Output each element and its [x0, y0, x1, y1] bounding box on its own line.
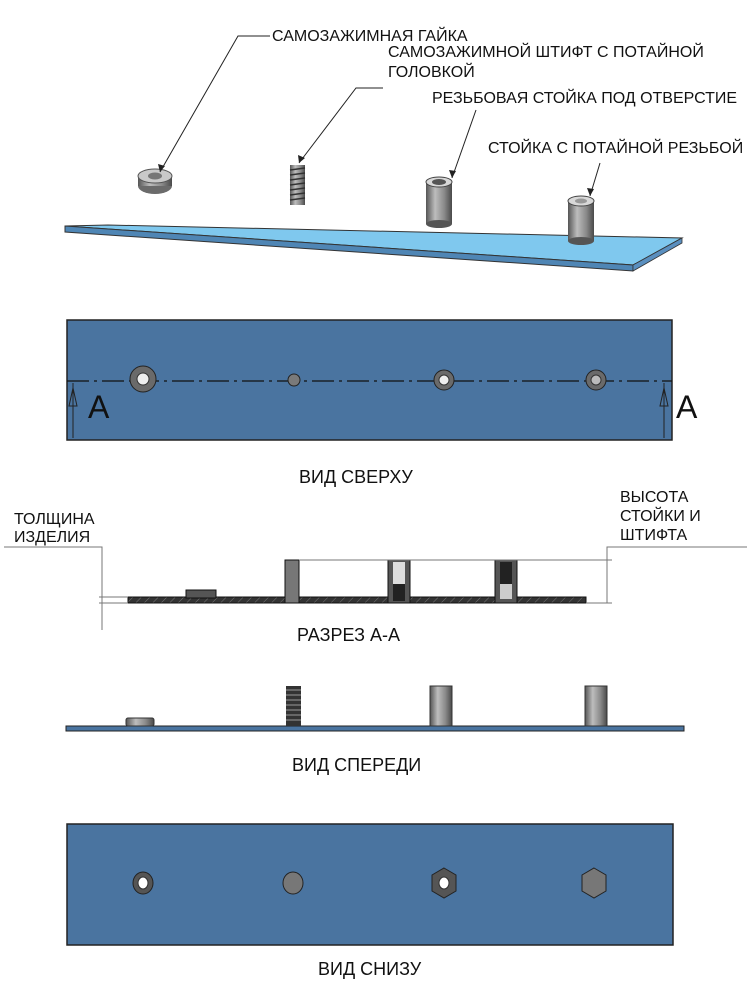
bottom-stud: [282, 871, 304, 895]
section-mark-left: A: [88, 389, 110, 425]
section-blind-standoff: [494, 559, 518, 604]
self-clinching-stud: [289, 165, 306, 205]
plate-section: [127, 596, 587, 604]
caption-bottom-view: ВИД СНИЗУ: [318, 959, 422, 979]
self-clinching-nut: [137, 168, 173, 194]
section-nut: [185, 589, 217, 599]
section-arrow-left: [68, 383, 78, 438]
blind-threaded-standoff: [567, 195, 595, 245]
section-view: ТОЛЩИНА ИЗДЕЛИЯ ВЫСОТА СТОЙКИ И ШТИФТА Р…: [4, 489, 747, 645]
plate-side: [632, 237, 683, 272]
height-label-line3: ШТИФТА: [620, 527, 687, 544]
front-blind-standoff: [584, 685, 608, 727]
callout-standoff: РЕЗЬБОВАЯ СТОЙКА ПОД ОТВЕРСТИЕ: [432, 88, 737, 107]
callout-leaders: [159, 35, 601, 197]
front-nut: [125, 717, 155, 727]
front-stud: [286, 686, 301, 726]
plate-front-view: [65, 725, 685, 732]
plate-bottom-view: [66, 823, 674, 946]
height-label-line1: ВЫСОТА: [620, 489, 689, 506]
front-standoff: [429, 685, 453, 727]
dimension-lines: [4, 546, 747, 630]
callout-stud-line2: ГОЛОВКОЙ: [388, 62, 475, 81]
section-stud: [284, 559, 300, 604]
bottom-standoff: [431, 867, 457, 899]
bottom-blind-standoff: [581, 867, 607, 899]
top-blind-standoff: [585, 369, 607, 391]
bottom-nut: [132, 871, 154, 895]
callout-blind-standoff: СТОЙКА С ПОТАЙНОЙ РЕЗЬБОЙ: [488, 138, 743, 157]
bottom-view: ВИД СНИЗУ: [66, 823, 674, 979]
height-label-line2: СТОЙКИ И: [620, 506, 701, 525]
section-standoff: [387, 559, 411, 604]
caption-front-view: ВИД СПЕРЕДИ: [292, 755, 421, 775]
section-arrow-right: [659, 383, 669, 438]
caption-section: РАЗРЕЗ А-А: [297, 625, 400, 645]
top-nut: [129, 365, 157, 393]
thickness-label-line2: ИЗДЕЛИЯ: [14, 529, 90, 546]
thickness-label-line1: ТОЛЩИНА: [14, 511, 95, 528]
isometric-view: САМОЗАЖИМНАЯ ГАЙКА САМОЗАЖИМНОЙ ШТИФТ С …: [64, 26, 743, 272]
plate-top-view: [66, 319, 673, 441]
caption-top-view: ВИД СВЕРХУ: [299, 467, 413, 487]
top-stud: [287, 373, 301, 387]
front-view: ВИД СПЕРЕДИ: [65, 685, 685, 775]
top-view: A A ВИД СВЕРХУ: [66, 319, 698, 487]
top-standoff: [433, 369, 455, 391]
callout-stud-line1: САМОЗАЖИМНОЙ ШТИФТ С ПОТАЙНОЙ: [388, 42, 704, 61]
callout-nut: САМОЗАЖИМНАЯ ГАЙКА: [272, 26, 468, 45]
threaded-standoff: [425, 176, 453, 228]
section-mark-right: A: [676, 389, 698, 425]
